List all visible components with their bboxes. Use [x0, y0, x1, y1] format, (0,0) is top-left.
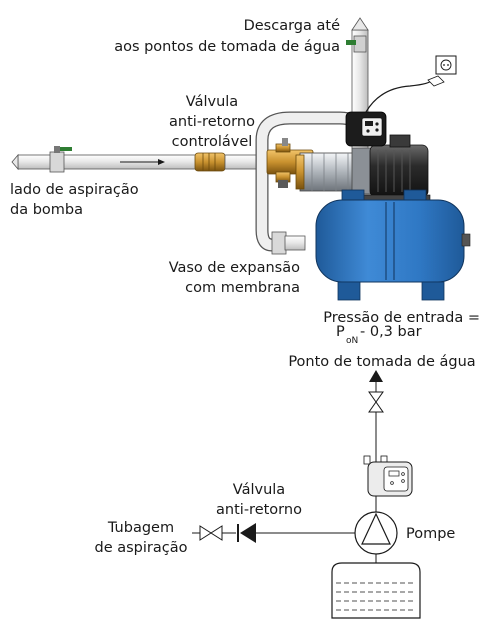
suction-side-label-line2: da bomba [10, 202, 83, 218]
inlet-pressure-subscript: oN [346, 336, 358, 346]
pump-label: Pompe [406, 526, 455, 542]
gate-valve-icon [368, 391, 384, 413]
inlet-pressure-P: P [336, 324, 345, 340]
schematic-discharge-line [369, 370, 383, 512]
controllable-check-valve-label-line3: controlável [172, 134, 253, 150]
discharge-gate-valve [346, 35, 367, 53]
water-tank-icon [331, 562, 421, 619]
inlet-pressure-label-line1: Pressão de entrada = [323, 310, 480, 326]
pump-body [295, 147, 375, 195]
check-valve-label-line1: Válvula [233, 482, 285, 498]
inlet-pressure-rest: - 0,3 bar [360, 324, 422, 340]
check-valve-label-line2: anti-retorno [216, 502, 302, 518]
discharge-label-line1: Descarga até [244, 18, 340, 34]
controllable-check-valve-label-line2: anti-retorno [169, 114, 255, 130]
pressure-controller [345, 111, 387, 147]
power-socket-icon [435, 55, 457, 75]
controllable-check-valve-label-line1: Válvula [186, 94, 238, 110]
labels: Descarga até aos pontos de tomada de águ… [10, 18, 480, 556]
suction-pipe [11, 153, 197, 171]
suction-pipe-label-line2: de aspiração [95, 540, 188, 556]
discharge-label-line2: aos pontos de tomada de água [114, 39, 340, 55]
expansion-vessel-label-line2: com membrana [185, 280, 300, 296]
suction-gate-valve [49, 146, 72, 173]
check-valve-icon [237, 523, 256, 543]
expansion-vessel-label-line1: Vaso de expansão [169, 260, 300, 276]
pump-symbol-icon [354, 511, 398, 568]
expansion-vessel [315, 189, 471, 301]
pump-motor [359, 134, 431, 204]
tap-point-label: Ponto de tomada de água [288, 354, 475, 370]
power-cable [365, 75, 445, 113]
suction-pipe-label-line1: Tubagem [107, 520, 174, 536]
pressure-switch-icon [363, 455, 413, 497]
suction-valve-symbol [199, 525, 223, 541]
suction-side-label-line1: lado de aspiração [10, 182, 139, 198]
